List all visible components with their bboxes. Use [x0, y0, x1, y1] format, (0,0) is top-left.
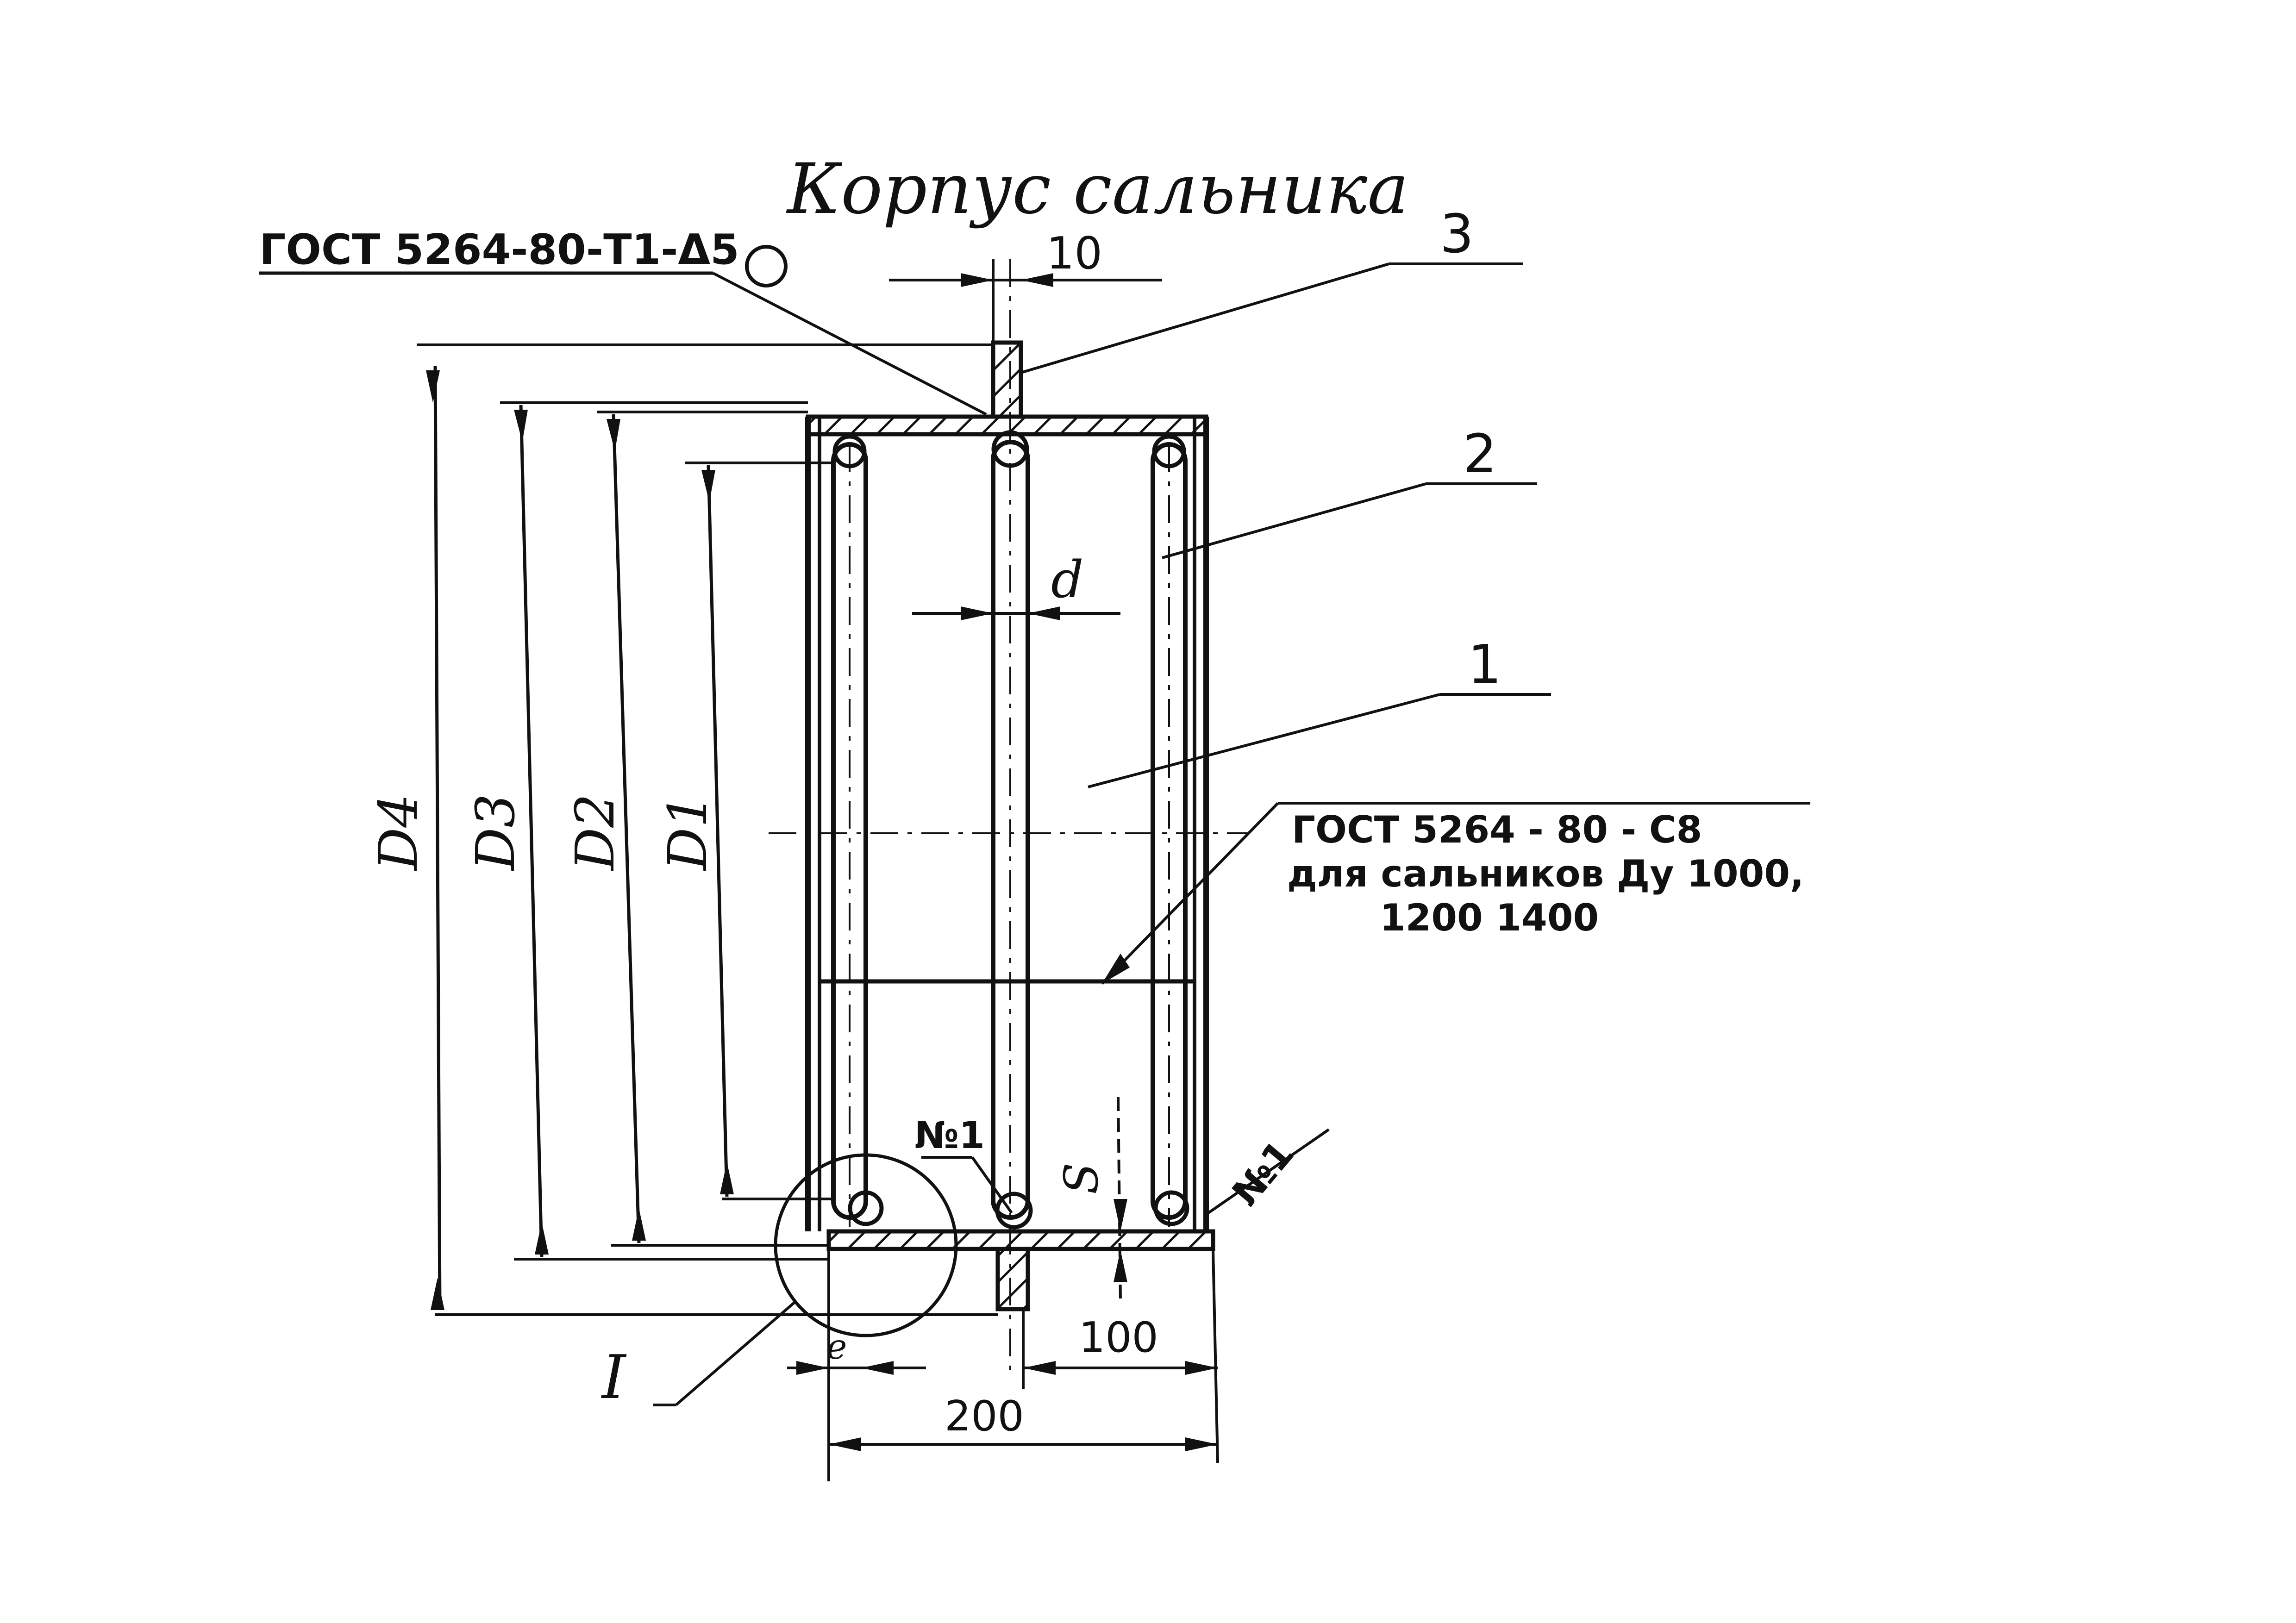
rib-end-circle	[995, 1192, 1033, 1230]
dim-label-200: 200	[945, 1392, 1024, 1441]
rib-end-circle	[1153, 1190, 1189, 1226]
callout-label-2: 2	[1463, 423, 1497, 485]
bottom-collar	[995, 1247, 1030, 1311]
weld-callout-right: №1	[1207, 1128, 1330, 1214]
detail-circle	[774, 1153, 958, 1337]
bottom-flange	[826, 1229, 1215, 1251]
dim-s: S	[1054, 1097, 1127, 1301]
weld-all-around-circle	[745, 245, 788, 287]
leader-line	[1101, 802, 1279, 985]
top-collar	[991, 340, 1023, 419]
callout-3: 3	[1020, 203, 1523, 374]
callout-label-1: 1	[1468, 634, 1501, 696]
dim-label-10: 10	[1046, 228, 1102, 279]
dim-label-d4: D4	[368, 794, 430, 871]
weld-label-left: №1	[914, 1114, 985, 1157]
weld-note-top: ГОСТ 5264-80-Т1-Δ5	[259, 225, 739, 274]
weld-note-side-line2: для сальников Ду 1000,	[1287, 852, 1804, 895]
dim-d4: D4	[368, 343, 998, 1316]
leader-line	[712, 272, 987, 416]
dim-label-s: S	[1054, 1162, 1108, 1194]
dim-10: 10	[889, 228, 1162, 343]
callout-1: 1	[1088, 634, 1551, 788]
detail-callout-i: I	[601, 1153, 958, 1412]
dim-d1: D1	[657, 462, 833, 1200]
weld-note-top-group: ГОСТ 5264-80-Т1-Δ5	[259, 225, 987, 416]
weld-note-side-group: ГОСТ 5264 - 80 - С8 для сальников Ду 100…	[1101, 802, 1810, 985]
dim-bottom: e 100 200	[787, 1249, 1219, 1481]
detail-label: I	[601, 1342, 627, 1412]
dim-label-d2: D2	[564, 794, 626, 871]
weld-label-right: №1	[1224, 1132, 1302, 1214]
callout-label-3: 3	[1440, 203, 1474, 265]
dim-d: d	[912, 550, 1120, 620]
dim-d2: D2	[564, 411, 829, 1247]
dim-label-d: d	[1051, 550, 1083, 609]
weld-note-side-line1: ГОСТ 5264 - 80 - С8	[1292, 808, 1702, 851]
dim-d3: D3	[465, 401, 829, 1261]
callout-2: 2	[1162, 423, 1537, 559]
weld-note-side-line3: 1200 1400	[1380, 896, 1599, 939]
dim-label-d3: D3	[465, 794, 527, 871]
drawing-title: Корпус сальника	[786, 149, 1409, 230]
dim-label-100: 100	[1079, 1313, 1158, 1362]
dim-label-d1: D1	[657, 794, 719, 871]
gland-body	[805, 340, 1215, 1311]
ribs	[769, 259, 1250, 1370]
weld-callout-left: №1	[914, 1114, 1013, 1214]
